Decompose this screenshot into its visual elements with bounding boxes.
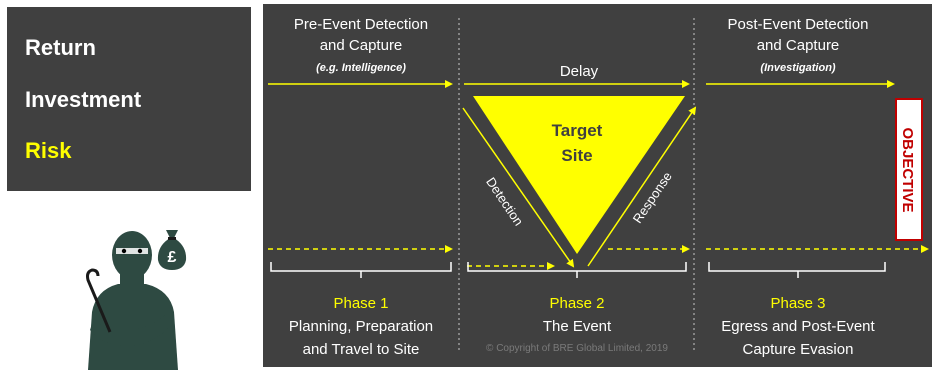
phase1-line2: and Travel to Site bbox=[303, 341, 420, 358]
copyright-notice: © Copyright of BRE Global Limited, 2019 bbox=[486, 343, 668, 354]
phase3-line1: Egress and Post-Event bbox=[721, 318, 875, 335]
phase1-line1: Planning, Preparation bbox=[289, 318, 433, 335]
phase2-title: Phase 2 bbox=[549, 295, 604, 312]
phase1-title: Phase 1 bbox=[333, 295, 388, 312]
post-event-subtitle: (Investigation) bbox=[760, 62, 836, 74]
pre-event-subtitle: (e.g. Intelligence) bbox=[316, 62, 406, 74]
pre-event-title-line1: Pre-Event Detection bbox=[294, 16, 428, 33]
target-site-line2: Site bbox=[561, 146, 592, 165]
post-event-title-line1: Post-Event Detection bbox=[728, 16, 869, 33]
response-label: Response bbox=[630, 169, 675, 226]
factors-panel: Return Investment Risk bbox=[7, 7, 251, 191]
money-bag-symbol: £ bbox=[168, 249, 177, 266]
response-arrow bbox=[587, 106, 697, 267]
objective-box bbox=[895, 98, 923, 241]
phase1-brace bbox=[270, 262, 452, 278]
objective-label: OBJECTIVE bbox=[899, 127, 916, 212]
post-event-title-line2: and Capture bbox=[757, 37, 840, 54]
factor-investment: Investment bbox=[25, 87, 142, 112]
phase2-brace bbox=[467, 262, 687, 278]
phase3-line2: Capture Evasion bbox=[743, 341, 854, 358]
target-site-triangle bbox=[473, 96, 685, 254]
delay-label: Delay bbox=[560, 63, 599, 80]
phase2-line1: The Event bbox=[543, 318, 612, 335]
factor-return: Return bbox=[25, 35, 96, 60]
burglar-illustration bbox=[86, 231, 178, 370]
phase3-brace bbox=[708, 262, 886, 278]
detection-arrow bbox=[462, 107, 575, 268]
factor-risk: Risk bbox=[25, 138, 72, 163]
attack-timeline-diagram: Pre-Event Detection and Capture (e.g. In… bbox=[263, 4, 932, 367]
phase3-title: Phase 3 bbox=[770, 295, 825, 312]
detection-label: Detection bbox=[483, 175, 526, 229]
target-site-line1: Target bbox=[552, 121, 603, 140]
money-bag-icon: £ bbox=[157, 230, 187, 270]
pre-event-title-line2: and Capture bbox=[320, 37, 403, 54]
